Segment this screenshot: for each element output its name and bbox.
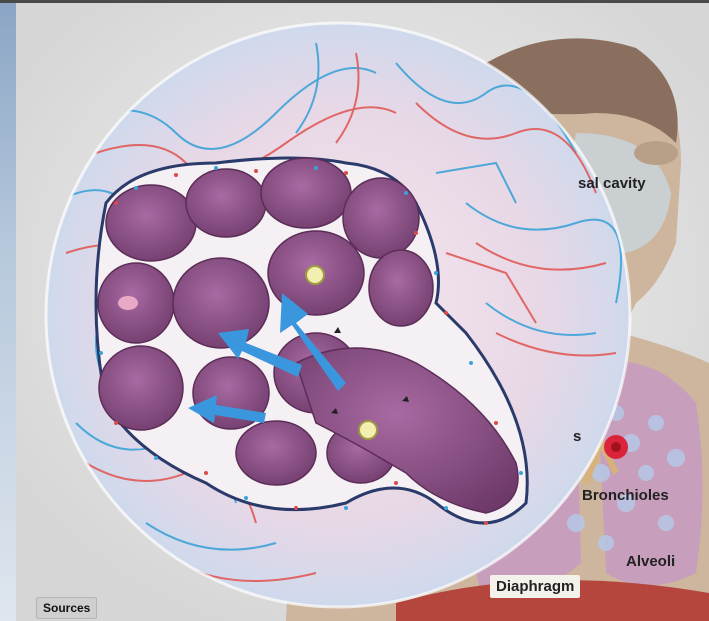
label-diaphragm: Diaphragm [490,575,580,598]
respiratory-illustration [16,3,709,621]
window-left-edge [0,0,16,621]
label-bronchi: s [573,428,581,445]
label-bronchioles: Bronchioles [582,487,669,504]
label-nasal-cavity: sal cavity [578,175,646,192]
anatomy-scene: sal cavity s Bronchioles Alveoli Diaphra… [16,3,709,621]
label-alveoli: Alveoli [626,553,675,570]
magnified-alveoli-view [46,23,630,607]
sources-button[interactable]: Sources [36,597,97,619]
